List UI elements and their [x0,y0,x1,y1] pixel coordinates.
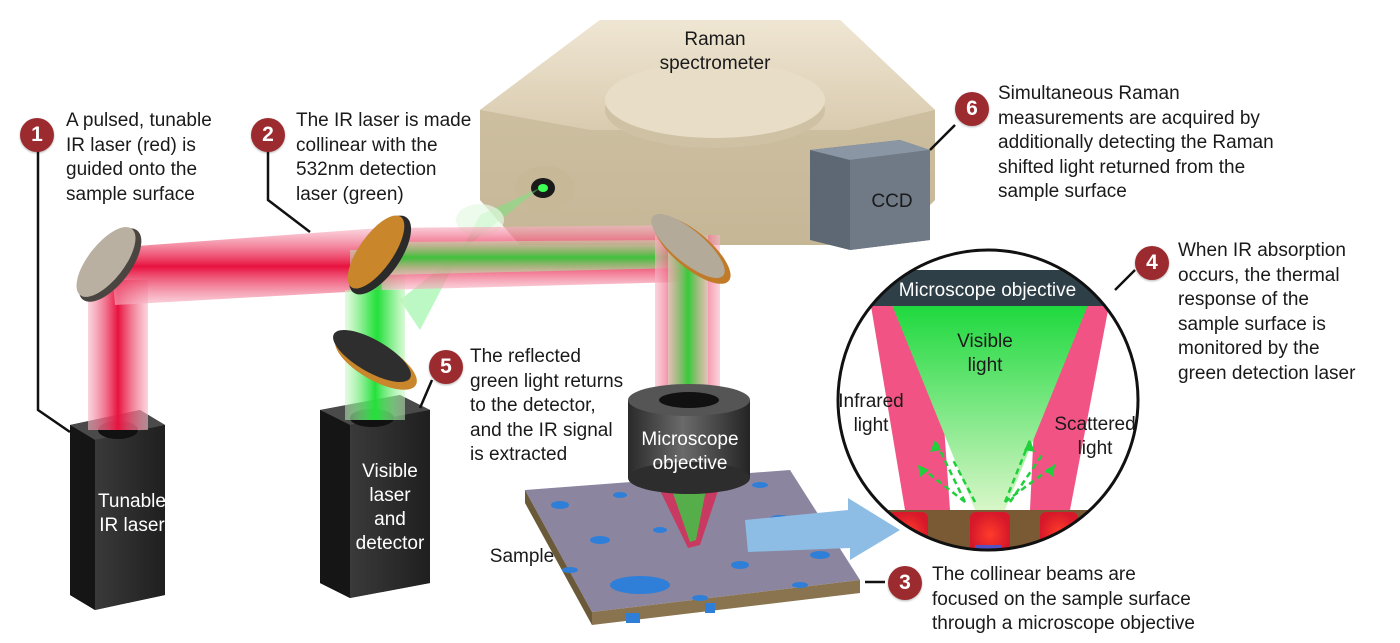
microscope-objective [628,384,750,494]
ccd-camera [810,140,930,250]
inset-visible-beam [890,300,1090,510]
step-2-badge: 2 [251,118,285,152]
ccd-label: CCD [871,191,913,212]
ir-beam-horizontal [110,228,382,305]
step-1-badge: 1 [20,118,54,152]
mirror-5 [333,330,417,390]
step-4-badge: 4 [1135,246,1169,280]
inset-objective-label: Microscope objective [898,280,1077,301]
raman-spectrometer [480,20,935,245]
sample-label: Sample [489,546,555,567]
visible-laser-box [320,395,430,598]
raman-return-beam [400,188,540,330]
step-5-badge: 5 [429,350,463,384]
leader-lines [36,124,1136,584]
mirror-1 [76,227,142,302]
combined-beam-green [385,240,680,275]
mirror-3 [651,213,731,284]
mirror-2-combiner [347,215,412,295]
ir-beam-vertical [88,280,148,430]
magnify-arrow [745,498,900,560]
step-3-badge: 3 [888,566,922,600]
step-6-badge: 6 [955,92,989,126]
